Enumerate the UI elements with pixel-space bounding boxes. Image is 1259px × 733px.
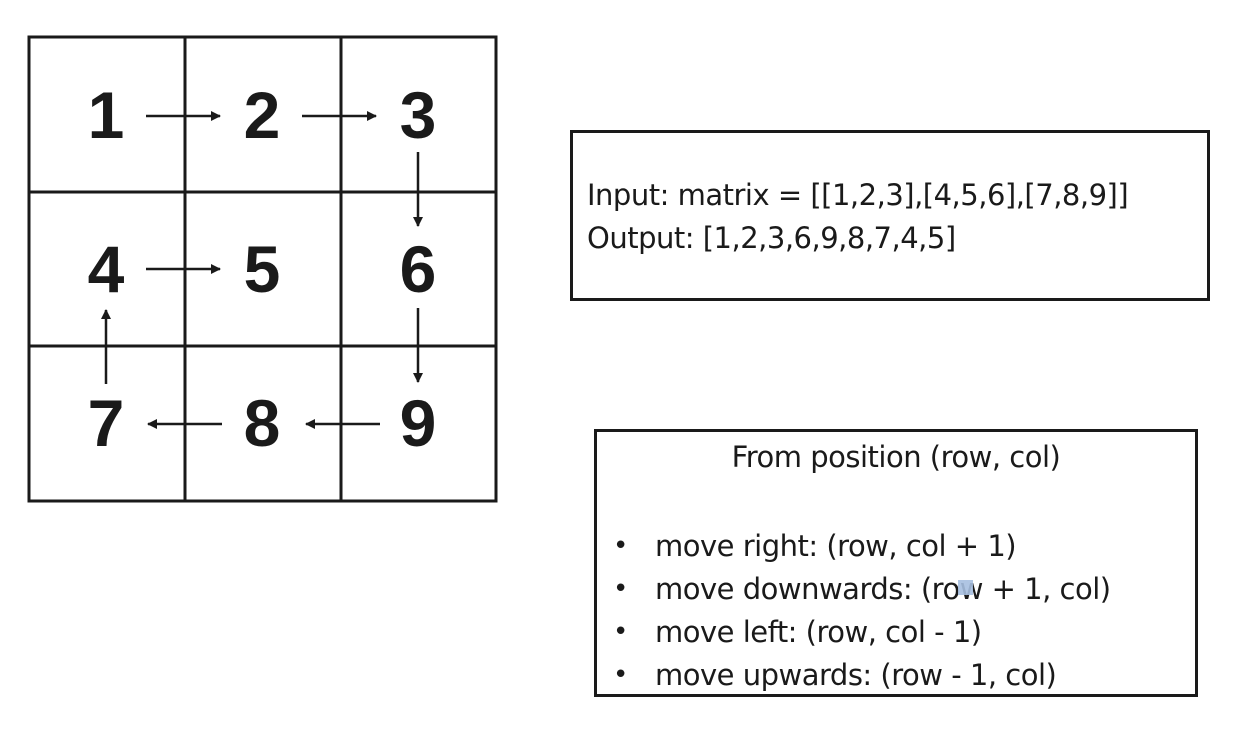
moves-box: From position (row, col) • move right: (…: [594, 429, 1198, 697]
spiral-matrix-diagram: 1 2 3 4 5 6 7 8 9: [27, 35, 498, 503]
matrix-cell-1: 1: [88, 78, 125, 152]
matrix-cell-4: 4: [88, 232, 125, 306]
spiral-path-arrows: [101, 111, 423, 429]
input-output-box: Input: matrix = [[1,2,3],[4,5,6],[7,8,9]…: [570, 130, 1210, 301]
bullet-icon: •: [613, 574, 628, 604]
text-selection-marker: [958, 580, 973, 595]
matrix-cell-9: 9: [400, 386, 437, 460]
list-item: • move right: (row, col + 1): [609, 525, 1111, 568]
list-item: • move upwards: (row - 1, col): [609, 654, 1111, 697]
matrix-cell-3: 3: [400, 78, 437, 152]
moves-title: From position (row, col): [731, 440, 1061, 474]
matrix-cell-5: 5: [244, 232, 281, 306]
list-item: • move left: (row, col - 1): [609, 611, 1111, 654]
matrix-cells: 1 2 3 4 5 6 7 8 9: [88, 78, 437, 460]
move-downwards-text: move downwards: (row + 1, col): [655, 572, 1111, 606]
moves-list: • move right: (row, col + 1) • move down…: [609, 525, 1111, 697]
output-text: Output: [1,2,3,6,9,8,7,4,5]: [587, 221, 956, 255]
move-upwards-text: move upwards: (row - 1, col): [655, 658, 1057, 692]
matrix-cell-7: 7: [88, 386, 125, 460]
list-item: • move downwards: (row + 1, col): [609, 568, 1111, 611]
move-left-text: move left: (row, col - 1): [655, 615, 982, 649]
matrix-cell-8: 8: [244, 386, 281, 460]
matrix-cell-2: 2: [244, 78, 281, 152]
input-text: Input: matrix = [[1,2,3],[4,5,6],[7,8,9]…: [587, 178, 1129, 212]
move-right-text: move right: (row, col + 1): [655, 529, 1017, 563]
bullet-icon: •: [613, 531, 628, 561]
bullet-icon: •: [613, 660, 628, 690]
matrix-cell-6: 6: [400, 232, 437, 306]
bullet-icon: •: [613, 617, 628, 647]
